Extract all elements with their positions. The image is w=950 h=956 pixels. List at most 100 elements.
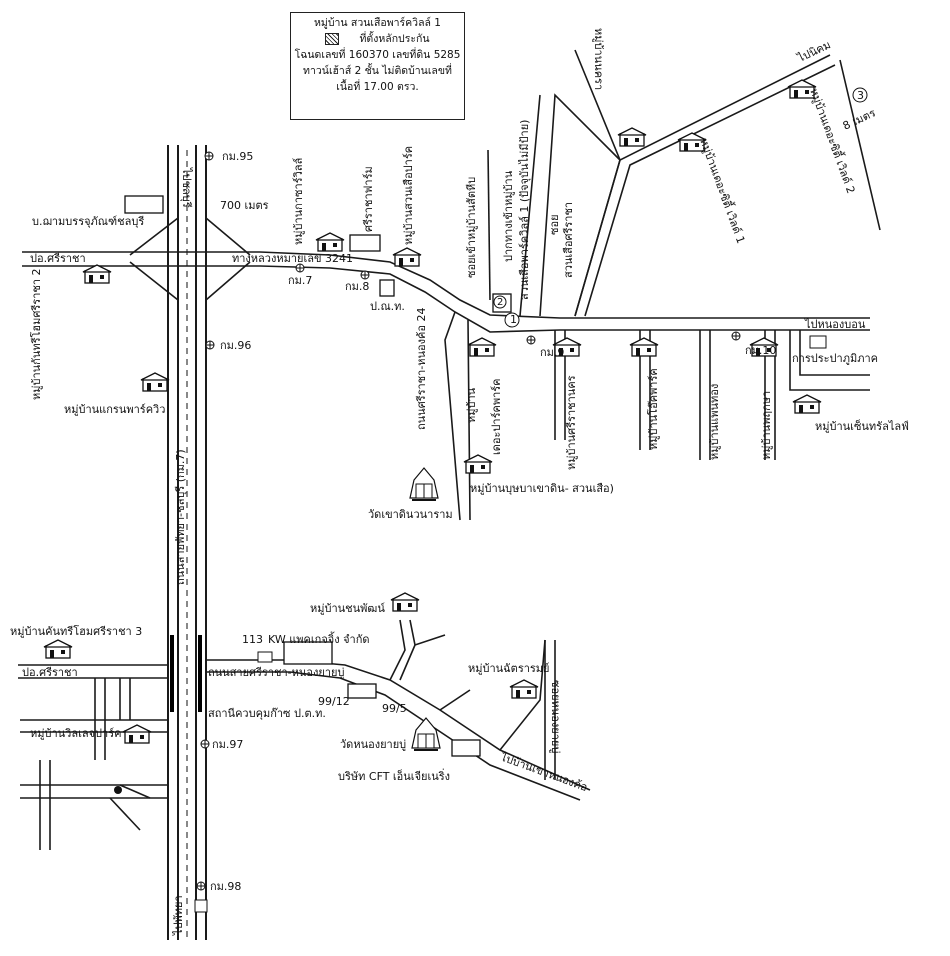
house-icon: [82, 264, 112, 284]
marker-1: 1: [510, 313, 517, 326]
label-bancham: บ.ฌามบรรจุภัณฑ์ชลบุรี: [32, 215, 144, 228]
label-road-pattaya: ถนนสายพัทยา-ชลบุรี (กม.7): [174, 449, 187, 585]
label-chatharam: หมู่บ้านฉัตรารมย์: [468, 662, 550, 675]
label-to-top-right: ไปนิคม: [795, 38, 833, 65]
label-farm: ศรีราชาฟาร์ม: [362, 166, 375, 232]
label-km10: กม.10: [745, 344, 776, 357]
label-km9: กม.9: [540, 346, 564, 359]
house-icon: [463, 454, 493, 474]
km-marker-icon: [526, 335, 536, 345]
label-temple-khaodin: วัดเขาดินวนาราม: [368, 508, 453, 521]
label-km7: กม.7: [288, 274, 312, 287]
label-km95: กม.95: [222, 150, 253, 163]
label-temple-nongyaibu: วัดหนองยายบู่: [340, 738, 406, 751]
label-nakorn: หมู่บ้านนครา: [592, 28, 605, 90]
house-icon: [617, 127, 647, 147]
label-kasarowill: หมู่บ้านกาซาร์วิลล์: [292, 158, 305, 245]
building-farm: [349, 234, 381, 252]
legend-row2: โฉนดเลขที่ 160370 เลขที่ดิน 5285: [294, 49, 461, 61]
label-pruksa: หมู่บ้านพฤกษา: [760, 391, 773, 460]
building-113: [257, 651, 273, 663]
hatch-icon: [325, 33, 340, 45]
km-marker-icon: [200, 739, 210, 749]
label-sriracha-nakorn: หมู่บ้านศรีราชานคร: [565, 375, 578, 470]
label-km96: กม.96: [220, 339, 251, 352]
house-icon: [629, 337, 659, 357]
label-gas: สถานีควบคุมก๊าซ ป.ต.ท.: [208, 707, 326, 720]
label-villapark: หมู่บ้านวิลเลจปาร์ค: [30, 727, 121, 740]
label-grandpark: หมู่บ้านแกรนพาร์ควิว: [64, 403, 165, 416]
house-icon: [792, 394, 822, 414]
label-factory: KW แพคเกจจิ้ง จำกัด: [268, 631, 370, 646]
label-kanthri12: หมู่บ้านกันทรีโฮมศรีราชา 2: [29, 268, 43, 400]
house-icon: [122, 724, 152, 744]
main-highway: [167, 145, 207, 940]
legend-row3: ทาวน์เฮ้าส์ 2 ชั้น ไม่ติดบ้านเลขที่: [303, 65, 452, 77]
label-oakpark: หมู่บ้านโอ๊คพาร์ค: [646, 368, 660, 450]
marker-3: 3: [857, 89, 864, 102]
building-post: [379, 279, 395, 297]
map-legend: หมู่บ้าน สวนเสือพาร์ควิลล์ 1 ที่ตั้งหลัก…: [290, 12, 465, 120]
label-km97: กม.97: [212, 738, 243, 751]
label-kanthri3: หมู่บ้านคันทรีโฮมศรีราชา 3: [10, 624, 142, 638]
left-grid: [18, 664, 168, 850]
house-icon: [392, 247, 422, 267]
label-police-bottom: ปอ.ศรีราชา: [22, 666, 78, 679]
label-waterworks: การประปาภูมิภาค: [792, 352, 878, 365]
label-phanthong: หมู่บ้านแพนทอง: [708, 384, 721, 460]
label-99-12: 99/12: [318, 695, 350, 708]
label-city1: หมู่บ้านเดอะซิตี้ เวิลด์ 1: [697, 136, 749, 245]
house-icon: [509, 679, 539, 699]
label-to-pattaya: ไปพัทยา: [172, 895, 185, 936]
house-icon: [43, 639, 73, 659]
building-bancham: [124, 195, 164, 214]
legend-row1: ที่ตั้งหลักประกัน: [359, 33, 430, 45]
label-soi-nongyaibu: ซอยหนองยายบู่: [549, 680, 562, 753]
label-post: ป.ณ.ท.: [370, 300, 405, 313]
water-icon: [809, 335, 827, 349]
label-city2: หมู่บ้านเดอะซิตี้ เวิลด์ 2: [807, 86, 859, 195]
legend-title: หมู่บ้าน สวนเสือพาร์ควิลล์ 1: [314, 17, 441, 29]
label-police-top: ปอ.ศรีราชา: [30, 252, 86, 265]
km-marker-icon: [360, 270, 370, 280]
km-marker-icon: [295, 263, 305, 273]
road-3241: [22, 251, 870, 333]
house-icon: [390, 592, 420, 612]
label-km98: กม.98: [210, 880, 241, 893]
label-700m: 700 เมตร: [220, 199, 269, 212]
temple-icon: [411, 717, 441, 751]
label-chonphat: หมู่บ้านชนพัฒน์: [310, 602, 385, 615]
km-marker-icon: [731, 331, 741, 341]
label-to-chonburi: ไปชลบุรี: [180, 167, 193, 208]
label-soi-entrance: ปากทางเข้าหมู่บ้าน: [502, 170, 515, 262]
label-113: 113: [242, 633, 263, 646]
label-to-nongbon: ไปหนองบอน: [804, 318, 866, 331]
label-suansueapark: หมู่บ้านสวนเสือปาร์ค: [402, 146, 415, 245]
building-99: [347, 683, 377, 699]
legend-row4: เนื้อที่ 17.00 ตรว.: [336, 81, 419, 93]
interchange: [129, 217, 251, 301]
side-roads: [444, 49, 881, 521]
km-marker-icon: [204, 151, 214, 161]
km-marker-icon: [196, 881, 206, 891]
label-8m: 8 เมตร: [841, 106, 878, 132]
label-soi: ซอย: [548, 214, 561, 235]
label-khaokaeo: หมู่บ้าน: [465, 387, 478, 423]
building-km98: [194, 899, 208, 913]
label-road-nongkho: ถนนศรีราชา-หนองค้อ 24: [415, 308, 428, 431]
label-soi2: สวนเสือศรีราชา: [562, 202, 575, 278]
label-to-nongkho: ไปบ้านเขาหนองค้อ: [498, 750, 589, 794]
marker-icon: [114, 87, 868, 794]
label-km8: กม.8: [345, 280, 369, 293]
temple-icon: [409, 467, 439, 501]
building-factory: [283, 641, 333, 665]
label-road-nongyaibu: ถนนสายศรีราชา-หนองยายบู่: [208, 666, 344, 679]
house-icon: [467, 337, 497, 357]
label-99-5: 99/5: [382, 702, 407, 715]
building-cft: [451, 739, 481, 757]
label-soi-entrance2: สวนเสือพาร์ควิลล์ 1 (ปัจจุบันไม่มีป้าย): [518, 120, 531, 300]
label-cft: บริษัท CFT เอ็นเจียเนริ่ง: [338, 768, 450, 783]
km-marker-icon: [205, 340, 215, 350]
marker-2: 2: [497, 297, 503, 308]
